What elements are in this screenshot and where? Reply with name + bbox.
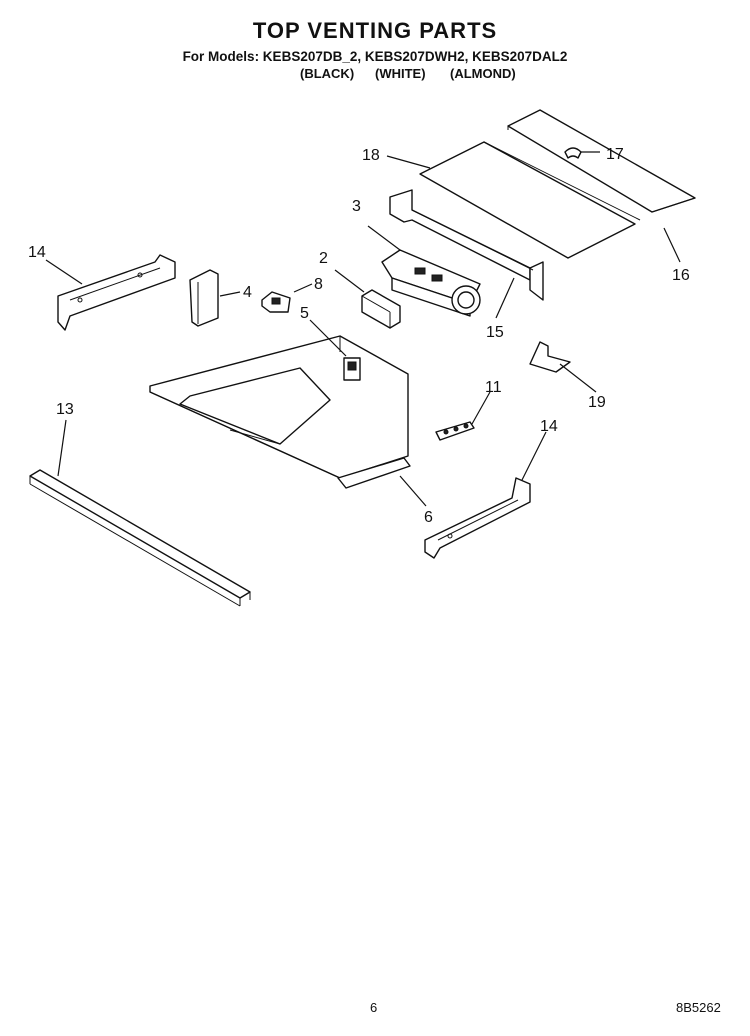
color-label-black: (BLACK) [300, 66, 355, 81]
color-label-almond: (ALMOND) [450, 66, 516, 81]
part-14-left-bracket [57, 254, 176, 331]
part-13-trim-strip [29, 469, 251, 607]
part-16-vent-panel [507, 109, 696, 213]
callout-5: 5 [300, 305, 309, 322]
document-number: 8B5262 [676, 1000, 721, 1015]
part-11-terminal-block [435, 421, 475, 441]
part-3-motor-assembly [381, 249, 481, 317]
leader-lines [45, 151, 681, 507]
page-title: TOP VENTING PARTS [252, 18, 498, 43]
part-4-mount-plate [189, 269, 219, 327]
callout-3: 3 [352, 198, 361, 215]
callout-15: 15 [486, 324, 504, 341]
callout-8: 8 [314, 276, 323, 293]
callout-16: 16 [672, 267, 690, 284]
part-17-clip [564, 147, 582, 159]
callout-14-right: 14 [540, 418, 558, 435]
part-15-bracket [389, 189, 544, 301]
part-2-block [361, 289, 401, 329]
callout-11: 11 [485, 379, 502, 396]
callout-2: 2 [319, 250, 328, 267]
callout-18: 18 [362, 147, 380, 164]
part-8-thermostat [261, 291, 291, 313]
part-6-vent-tray [149, 335, 411, 489]
callout-13: 13 [56, 401, 74, 418]
page-number: 6 [370, 1000, 378, 1015]
callout-4: 4 [243, 284, 252, 301]
callout-14-left: 14 [28, 244, 46, 261]
part-18-duct-cover [419, 141, 641, 259]
part-5-switch [343, 357, 361, 381]
model-list: For Models: KEBS207DB_2, KEBS207DWH2, KE… [182, 49, 568, 64]
callout-6: 6 [424, 509, 433, 526]
part-14-right-bracket [424, 477, 531, 559]
callout-17: 17 [606, 146, 624, 163]
callout-19: 19 [588, 394, 606, 411]
color-label-white: (WHITE) [375, 66, 426, 81]
